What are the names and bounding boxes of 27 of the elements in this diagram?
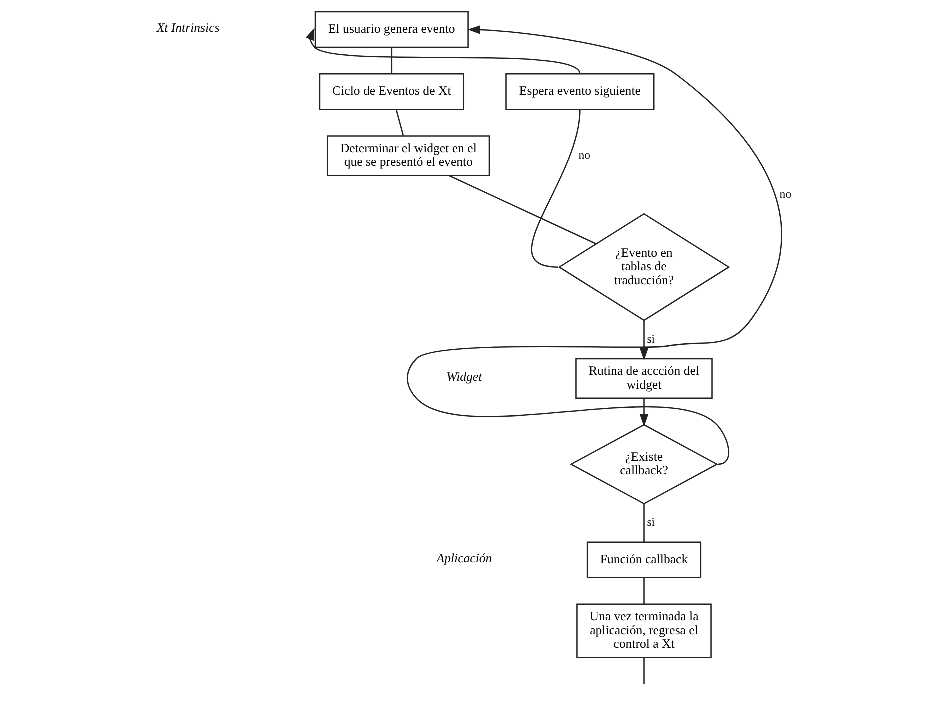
arrow — [640, 398, 649, 427]
connector — [396, 110, 404, 136]
connector — [644, 504, 645, 542]
node-box: Espera evento siguiente — [506, 74, 655, 110]
connector — [391, 48, 393, 74]
node-diamond: ¿Evento en tablas de traducción? — [558, 213, 730, 322]
node-box: Determinar el widget en el que se presentó el evento — [327, 136, 490, 176]
edge-label: si — [647, 515, 656, 530]
connector — [644, 578, 645, 604]
node-box: El usuario genera evento — [314, 11, 469, 48]
label: Widget — [446, 370, 482, 384]
label: Xt Intrinsics — [156, 21, 220, 36]
arrow — [407, 26, 782, 465]
arrow — [306, 28, 581, 75]
node-box: Función callback — [586, 542, 702, 578]
edge-label: si — [647, 332, 656, 346]
connector — [644, 658, 645, 684]
node-diamond: ¿Existe callback? — [570, 424, 719, 505]
node-box: Ciclo de Eventos de Xt — [319, 74, 464, 110]
connector — [448, 175, 596, 245]
node-box: Rutina de accción del widget — [576, 358, 713, 400]
label: Aplicación — [436, 551, 492, 566]
arrow — [640, 320, 649, 361]
node-box: Una vez terminada la aplicación, regresa el control a Xt — [576, 604, 712, 658]
edge-label: no — [780, 186, 792, 201]
edge-label: no — [578, 148, 591, 162]
connector — [531, 110, 581, 268]
